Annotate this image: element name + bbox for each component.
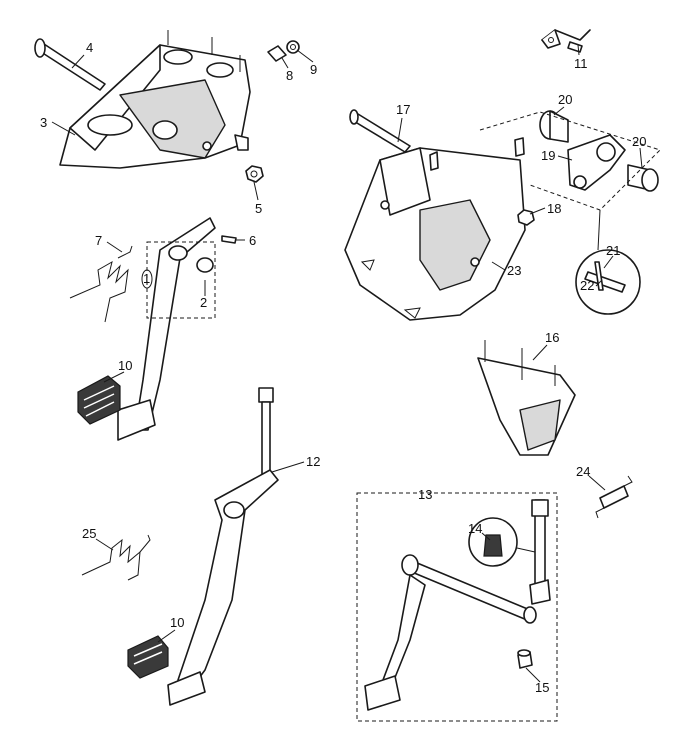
callout-2: 2: [200, 295, 207, 310]
main-bracket-23: [344, 137, 526, 321]
pivot-bolt: [34, 38, 106, 91]
callout-8: 8: [286, 68, 293, 83]
callout-21: 21: [606, 243, 620, 258]
clip-11: [541, 29, 591, 53]
callout-19: 19: [541, 148, 555, 163]
mounting-bracket-16: [477, 340, 576, 456]
callout-16: 16: [545, 330, 559, 345]
callout-10-top: 10: [118, 358, 132, 373]
bush-2: [196, 257, 214, 273]
callout-20-b: 20: [632, 134, 646, 149]
callout-5: 5: [255, 201, 262, 216]
callout-18: 18: [547, 201, 561, 216]
bush-15: [517, 649, 533, 669]
pedal-box-bracket: [59, 30, 251, 169]
leader-lines: [51, 44, 643, 683]
callout-14: 14: [468, 521, 482, 536]
brake-pedal: [117, 217, 216, 441]
assembly-13-outline: [356, 492, 558, 722]
callout-15: 15: [535, 680, 549, 695]
callout-13: 13: [418, 487, 432, 502]
detail-circle-stop: [468, 517, 536, 567]
callout-labels: 1 2 3 4 5 6 7 8 9 10 10 11 12 13 14 15 1…: [40, 40, 646, 695]
nut-5: [245, 165, 264, 183]
pin-6: [221, 235, 237, 244]
callout-10-lower: 10: [170, 615, 184, 630]
callout-11: 11: [574, 56, 588, 71]
callout-20-a: 20: [558, 92, 572, 107]
callout-22: 22: [580, 278, 594, 293]
return-spring-7: [69, 245, 133, 323]
bolt-17: [349, 109, 411, 153]
callout-3: 3: [40, 115, 47, 130]
callout-9: 9: [310, 62, 317, 77]
pivot-arm-19: [567, 134, 626, 191]
callout-7: 7: [95, 233, 102, 248]
bolt-8: [267, 45, 287, 62]
callout-24: 24: [576, 464, 590, 479]
nut-18: [517, 209, 535, 226]
callout-4: 4: [86, 40, 93, 55]
pedal-rubber-10-lower: [127, 635, 169, 679]
spring-25: [81, 534, 151, 581]
pedal-rubber-10-top: [77, 375, 121, 425]
callout-12: 12: [306, 454, 320, 469]
bush-20-a: [539, 110, 569, 143]
spring-24: [595, 475, 633, 519]
clutch-pedal: [167, 387, 279, 706]
bush-20-b: [627, 164, 659, 192]
callout-17: 17: [396, 102, 410, 117]
callout-1: 1: [143, 271, 150, 286]
callout-6: 6: [249, 233, 256, 248]
callout-25: 25: [82, 526, 96, 541]
nut-9: [286, 40, 300, 54]
cross-shaft-assembly: [364, 499, 551, 711]
detail-circle-clevis: [575, 209, 641, 315]
callout-23: 23: [507, 263, 521, 278]
